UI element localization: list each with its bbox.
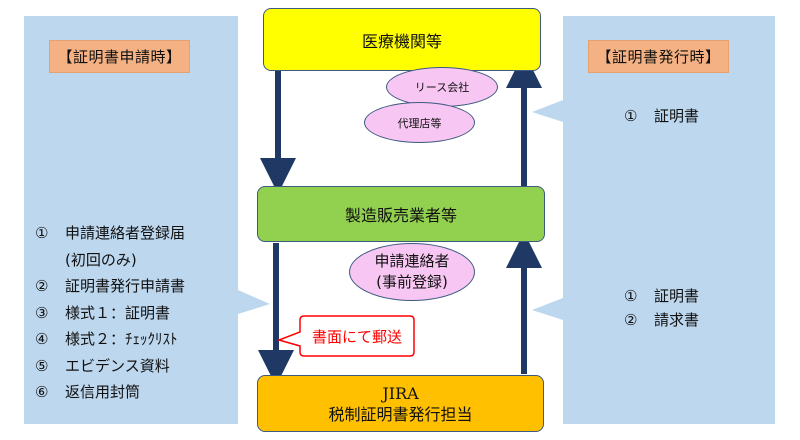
right-panel (532, 16, 775, 424)
manufacturer-box: 製造販売業者等 (257, 186, 545, 242)
manufacturer-label: 製造販売業者等 (344, 206, 457, 225)
agency-ellipse: 代理店等 (364, 102, 475, 143)
jira-label: JIRA (382, 383, 419, 403)
contact-person-note: (事前登録) (376, 273, 448, 291)
contact-person-ellipse: 申請連絡者 (事前登録) (349, 243, 475, 301)
left-panel-title: 【証明書申請時】 (49, 40, 190, 73)
agency-label: 代理店等 (397, 116, 442, 130)
jira-department-label: 税制証明書発行担当 (328, 404, 473, 424)
left-panel-title-text: 【証明書申請時】 (57, 48, 182, 66)
lease-company-label: リース会社 (414, 81, 470, 94)
mail-callout: 書面にて郵送 (300, 316, 414, 356)
left-panel (24, 16, 270, 424)
medical-institution-box: 医療機関等 (263, 8, 541, 71)
medical-institution-label: 医療機関等 (361, 31, 442, 51)
mail-callout-text: 書面にて郵送 (311, 327, 402, 346)
jira-box: JIRA 税制証明書発行担当 (257, 375, 544, 432)
right-panel-title: 【証明書発行時】 (588, 40, 729, 73)
mail-callout-shape (276, 315, 415, 357)
right-panel-title-text: 【証明書発行時】 (596, 48, 721, 66)
contact-person-label: 申請連絡者 (374, 252, 450, 270)
left-list-item: (初回のみ) (65, 250, 137, 269)
lease-company-ellipse: リース会社 (386, 67, 498, 107)
